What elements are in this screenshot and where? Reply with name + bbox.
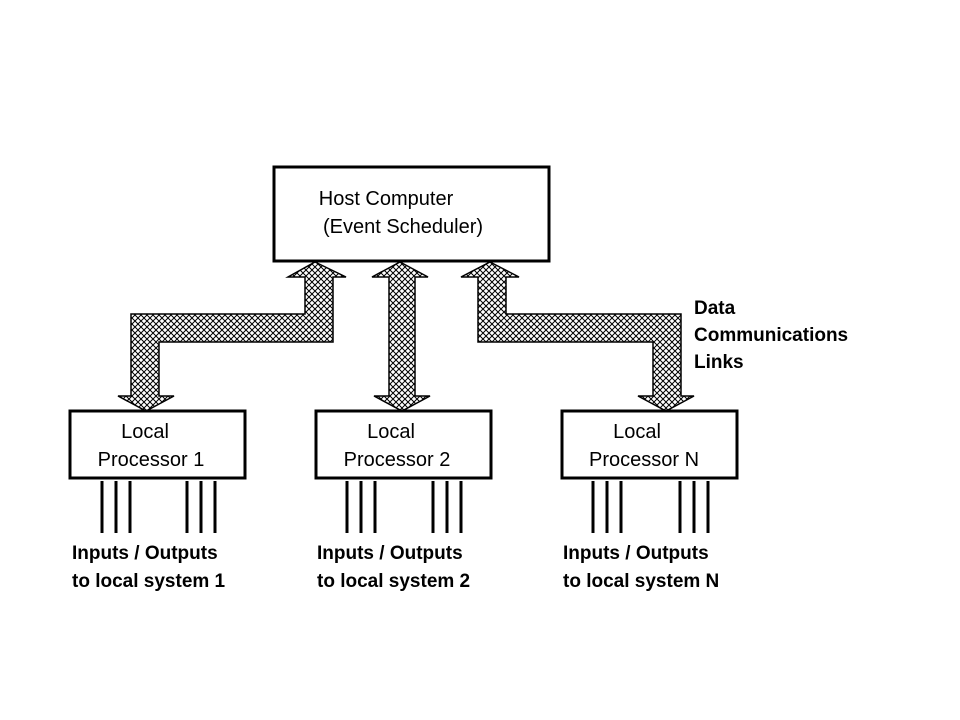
io-label-n-line2: to local system N [563, 571, 719, 592]
io-label-2-line1: Inputs / Outputs [317, 543, 463, 564]
io-label-1-line1: Inputs / Outputs [72, 543, 218, 564]
io-label-2-line2: to local system 2 [317, 571, 470, 592]
data-link-2 [371, 261, 431, 412]
data-link-n [460, 261, 695, 412]
links-label-line1: Data [694, 298, 736, 319]
processor-n-label-line2: Processor N [589, 449, 699, 471]
processor-box-2 [314, 409, 493, 480]
processor-box-n [560, 409, 739, 480]
host-label-line2: (Event Scheduler) [323, 216, 483, 238]
processor-2-label-line2: Processor 2 [344, 449, 451, 471]
processor-n-label-line1: Local [613, 421, 661, 443]
processor-2-label-line1: Local [367, 421, 415, 443]
io-label-n-line1: Inputs / Outputs [563, 543, 709, 564]
processor-box-1 [68, 409, 247, 480]
local-processor-n: Local Processor N Inputs / Outputs to lo… [560, 409, 739, 592]
links-label-line2: Communications [694, 325, 848, 346]
links-label-line3: Links [694, 352, 744, 373]
processor-1-label-line2: Processor 1 [98, 449, 205, 471]
processor-1-label-line1: Local [121, 421, 169, 443]
local-processor-1: Local Processor 1 Inputs / Outputs to lo… [68, 409, 247, 592]
data-link-1 [117, 261, 347, 412]
local-processor-2: Local Processor 2 Inputs / Outputs to lo… [314, 409, 493, 592]
io-label-1-line2: to local system 1 [72, 571, 226, 592]
host-label-line1: Host Computer [319, 188, 454, 210]
host-computer-box [272, 165, 551, 263]
